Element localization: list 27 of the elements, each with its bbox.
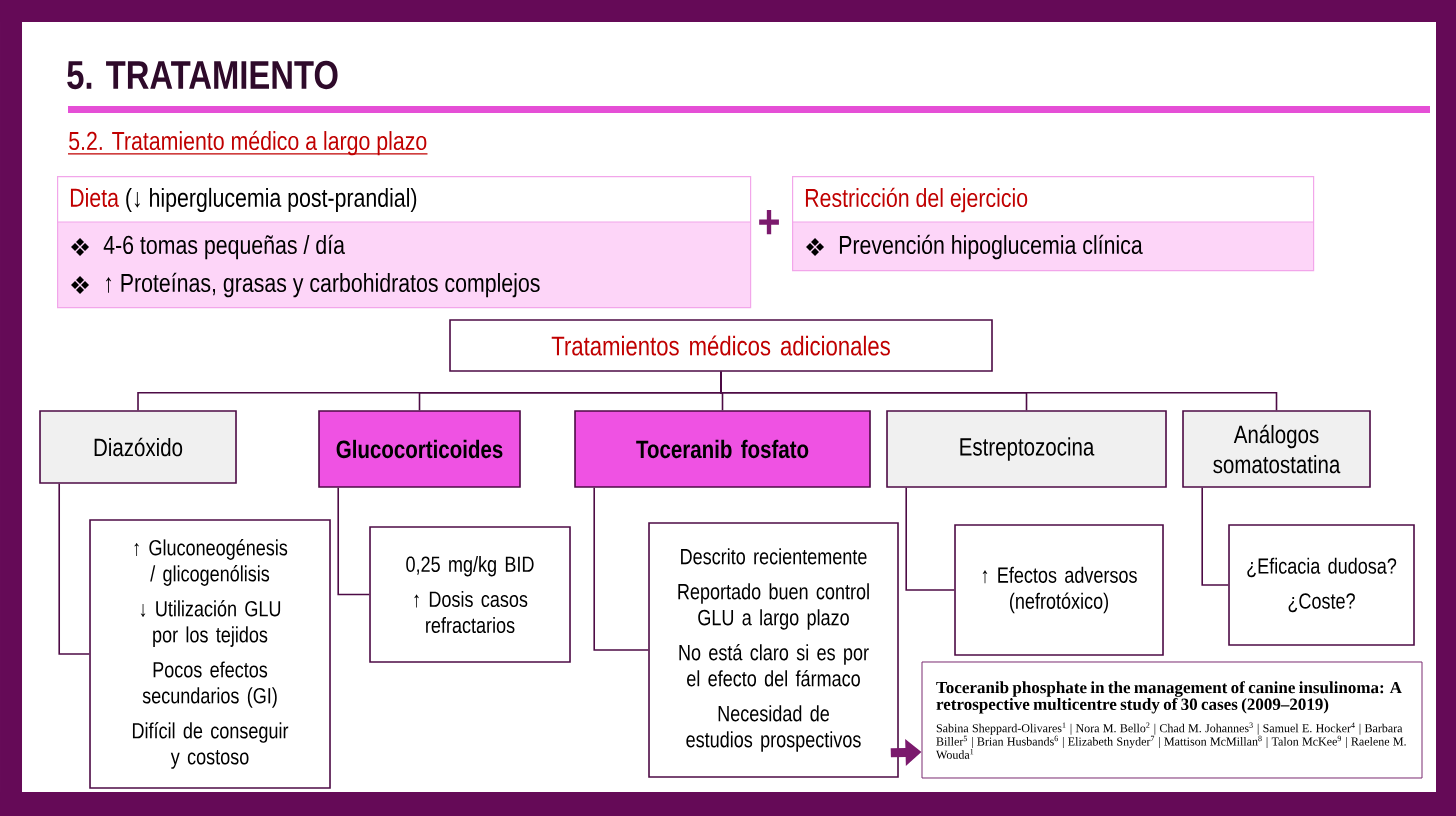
detail-box: ¿Eficacia dudosa? ¿Coste? <box>1228 524 1415 646</box>
category-box: Estreptozocina <box>886 410 1167 488</box>
bullet-item: 4-6 tomas pequeñas / día <box>103 234 345 260</box>
category-box: Diazóxido <box>39 410 237 484</box>
connector-line <box>720 371 1278 411</box>
plus-sign: + <box>759 209 779 235</box>
detail-box: ↑ Efectos adversos (nefrotóxico) <box>954 524 1164 656</box>
slide-title: 5. TRATAMIENTO <box>67 60 338 90</box>
bullet-item: Prevención hipoglucemia clínica <box>839 234 1143 260</box>
category-box: Análogos somatostatina <box>1182 410 1371 488</box>
connector-line <box>337 487 370 596</box>
connector-line <box>593 487 649 651</box>
paper-excerpt: Toceranib phosphate in the management of canine insulinoma: A retrospective multicentre study of 30 cases (2009–2019) Sabina Sheppard-Olivares$^{1}$ | Nora M. Bello$^{2}$ | Chad M. Johannes$^{3}$ | Samuel E. Hocker$^{4}$ | Barbara Biller$^{5}$ | Brian Husbands$^{6}$ | Elizabeth Snyder$^{7}$ | Mattison McMillan$^{8}$ | Talon McKee$^{9}$ | Raelene M. Wouda$^{1}$ <box>921 661 1423 779</box>
category-box: Glucocorticoides <box>318 410 521 488</box>
heading-box: Tratamientos médicos adicionales <box>449 319 993 372</box>
connector-line <box>1201 487 1229 586</box>
detail-box: Descrito recientemente Reportado buen control GLU a largo plazo No está claro si es por el efecto del fármaco Necesidad de estudios prospectivos <box>648 522 899 778</box>
box-heading: Restricción del ejercicio <box>805 187 1028 213</box>
list-box <box>791 176 1315 272</box>
connector-line <box>905 487 955 591</box>
detail-box: 0,25 mg/kg BID ↑ Dosis casos refractarios <box>369 526 571 663</box>
category-box: Toceranib fosfato <box>574 410 871 488</box>
bullet-item: ↑ Proteínas, grasas y carbohidratos complejos <box>106 272 540 298</box>
box-heading: Dieta (↓ hiperglucemia post-prandial) <box>70 187 417 213</box>
connector-line <box>58 483 90 655</box>
list-box <box>56 176 752 309</box>
detail-box: ↑ Gluconeogénesis / glicogenólisis ↓ Utilización GLU por los tejidos Pocos efectos secundarios (GI) Difícil de conseguir y costoso <box>89 519 331 789</box>
